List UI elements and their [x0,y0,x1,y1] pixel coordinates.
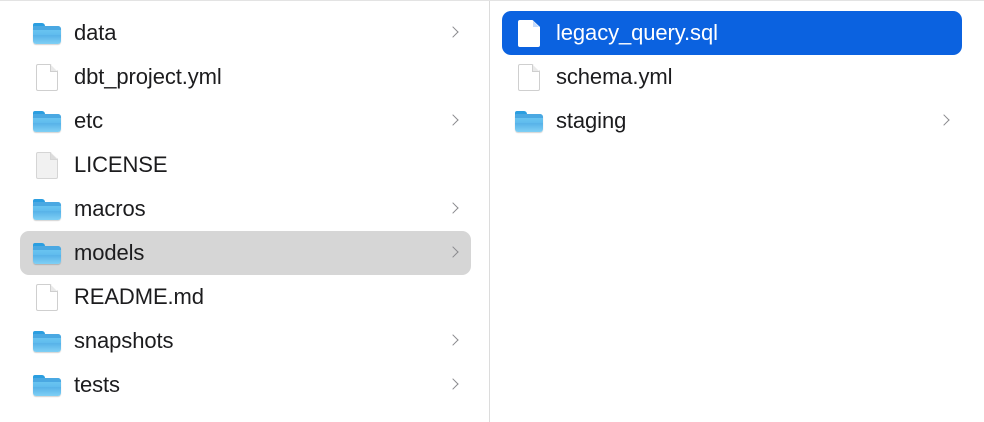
chevron-right-icon [938,67,952,87]
chevron-right-icon [447,67,461,87]
file-browser-column-parent[interactable]: data dbt_project.yml etc LICENSE [0,1,490,422]
folder-icon [514,106,544,136]
chevron-right-icon[interactable] [447,23,461,43]
chevron-right-icon[interactable] [447,375,461,395]
chevron-right-icon [447,287,461,307]
chevron-right-icon[interactable] [447,243,461,263]
document-icon [514,18,544,48]
document-icon [514,62,544,92]
file-list-item-label: staging [556,108,627,133]
folder-icon [32,326,62,356]
folder-icon [32,238,62,268]
file-browser-column-child[interactable]: legacy_query.sql schema.yml staging [490,1,984,422]
file-list-item-readme-md[interactable]: README.md [20,275,471,319]
file-list-item-label: README.md [74,284,204,309]
file-list-item-data[interactable]: data [20,11,471,55]
folder-icon [32,106,62,136]
file-list-item-etc[interactable]: etc [20,99,471,143]
file-list-item-label: models [74,240,145,265]
file-list-item-label: etc [74,108,104,133]
file-list-item-snapshots[interactable]: snapshots [20,319,471,363]
chevron-right-icon[interactable] [447,331,461,351]
chevron-right-icon[interactable] [447,199,461,219]
file-list-item-staging[interactable]: staging [502,99,962,143]
folder-icon [32,370,62,400]
file-list-item-macros[interactable]: macros [20,187,471,231]
file-list-item-label: data [74,20,117,45]
file-list-item-tests[interactable]: tests [20,363,471,407]
document-gray-icon [32,150,62,180]
chevron-right-icon[interactable] [938,111,952,131]
file-list-item-models[interactable]: models [20,231,471,275]
file-list-item-label: LICENSE [74,152,168,177]
chevron-right-icon [447,155,461,175]
file-list-item-label: tests [74,372,120,397]
file-list-item-label: legacy_query.sql [556,20,718,45]
file-list-item-label: schema.yml [556,64,673,89]
file-list-item-label: macros [74,196,146,221]
document-icon [32,282,62,312]
file-list-item-dbt-project-yml[interactable]: dbt_project.yml [20,55,471,99]
file-list-item-legacy-query-sql[interactable]: legacy_query.sql [502,11,962,55]
folder-icon [32,194,62,224]
folder-icon [32,18,62,48]
file-list-item-license[interactable]: LICENSE [20,143,471,187]
file-list-item-label: dbt_project.yml [74,64,222,89]
file-list-item-label: snapshots [74,328,174,353]
document-icon [32,62,62,92]
file-list-item-schema-yml[interactable]: schema.yml [502,55,962,99]
chevron-right-icon [938,23,952,43]
chevron-right-icon[interactable] [447,111,461,131]
